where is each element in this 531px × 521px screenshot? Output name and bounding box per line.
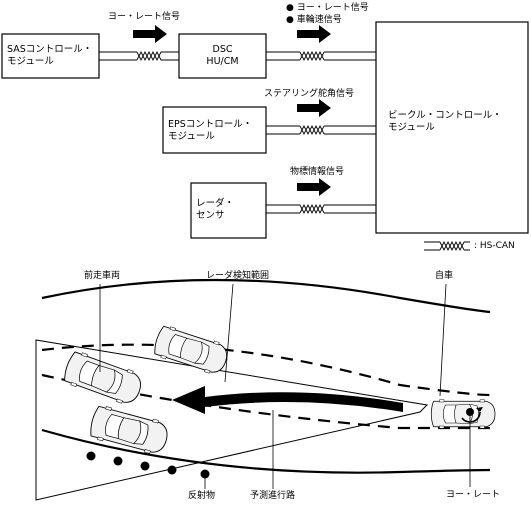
signal-arrow-dsc (297, 25, 331, 43)
radar-detection-area (35, 339, 429, 501)
car-upper-lane (151, 323, 231, 378)
eps-module-line1: EPSコントロール・ (168, 119, 253, 130)
predicted-path-label: 予測進行路 (250, 491, 296, 501)
yaw-rate-scene-label: ヨー・レート (446, 490, 501, 500)
radar-sensor-box (190, 182, 267, 239)
sas-module-label: SASコントロール・ モジュール (7, 44, 92, 68)
yaw-rate-icon (461, 407, 483, 423)
signal-arrow-yaw (133, 25, 167, 43)
travel-direction-arrow (172, 386, 403, 414)
dsc-module-line2: HU/CM (206, 56, 239, 67)
own-vehicle-car (430, 399, 496, 429)
radar-sensor-line2: センサ (196, 210, 225, 221)
yaw-rate-signal-bullet: ● ヨー・レート信号 (286, 3, 369, 13)
own-vehicle-label: 自車 (435, 271, 454, 281)
preceding-vehicle-label: 前走車両 (84, 271, 121, 281)
can-line-dsc-vehicle (266, 51, 376, 61)
dsc-module-label: DSC HU/CM (179, 44, 266, 68)
hs-can-legend-symbol (424, 241, 470, 251)
eps-module-label: EPSコントロール・ モジュール (168, 119, 252, 143)
road-edge-bottom (41, 428, 491, 474)
dsc-module-line1: DSC (212, 44, 233, 55)
radar-sensor-label: レーダ・ センサ (196, 198, 234, 222)
vehicle-control-module-label: ビークル・コントロール・ モジュール (388, 110, 502, 134)
can-line-eps-vehicle (266, 125, 376, 135)
sas-module-line1: SASコントロール・ (7, 44, 93, 55)
radar-sensor-line1: レーダ・ (196, 198, 235, 209)
vehicle-control-line2: モジュール (388, 122, 435, 133)
signal-arrow-steering (297, 99, 331, 117)
preceding-vehicle-car (61, 348, 146, 409)
eps-module-line2: モジュール (168, 131, 215, 142)
dsc-module-box (178, 33, 267, 79)
car-lower-lane (87, 403, 172, 458)
sas-module-box (1, 33, 100, 79)
can-line-radar-vehicle (266, 204, 376, 214)
vehicle-control-module-box (375, 21, 529, 234)
leader-lines (99, 283, 471, 489)
lane-line-upper (41, 343, 491, 397)
vehicle-control-line1: ビークル・コントロール・ (388, 110, 502, 121)
eps-module-box (162, 106, 267, 154)
yaw-rate-signal-label: ヨー・レート信号 (108, 12, 181, 22)
steering-angle-signal-label: ステアリング舵角信号 (264, 89, 355, 99)
target-info-signal-label: 物標情報信号 (290, 167, 345, 177)
hs-can-legend-label: : HS-CAN (474, 241, 515, 251)
signal-arrow-target (297, 178, 331, 196)
road-edge-top (41, 278, 491, 314)
sas-module-line2: モジュール (7, 56, 54, 67)
radar-range-label: レーダ検知範囲 (206, 271, 270, 281)
reflector-label: 反射物 (188, 491, 216, 501)
wheel-speed-signal-bullet: ● 車輪速信号 (286, 15, 342, 25)
reflector-dots (86, 451, 210, 479)
can-line-sas-dsc (99, 51, 179, 61)
